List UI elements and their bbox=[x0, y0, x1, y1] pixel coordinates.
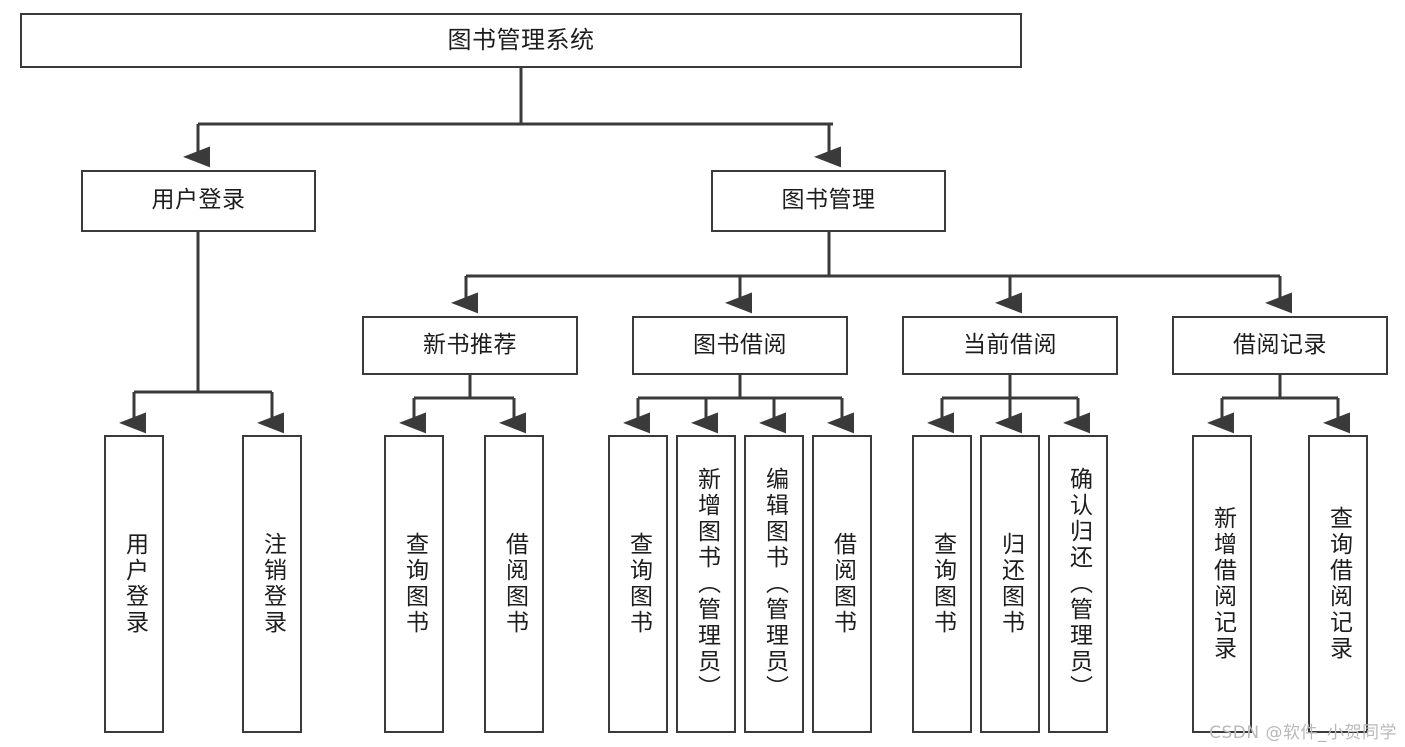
node-label: 借阅记录 bbox=[1233, 331, 1327, 358]
node-label: 新增借阅记录 bbox=[1209, 506, 1236, 662]
watermark-text: CSDN @软件_小贺同学 bbox=[1209, 723, 1397, 743]
node-label: 确认归还（管理员） bbox=[1065, 467, 1092, 701]
node-user-login[interactable]: 用户登录 bbox=[81, 170, 316, 232]
leaf-query-book[interactable]: 查询图书 bbox=[608, 435, 668, 733]
node-label: 图书管理 bbox=[781, 187, 876, 214]
node-label: 归还图书 bbox=[997, 532, 1024, 636]
node-book-borrow[interactable]: 图书借阅 bbox=[632, 316, 848, 375]
node-label: 当前借阅 bbox=[963, 331, 1057, 358]
leaf-borrow-book-recommend[interactable]: 借阅图书 bbox=[484, 435, 544, 733]
node-current-borrow[interactable]: 当前借阅 bbox=[902, 316, 1118, 375]
node-label: 查询图书 bbox=[625, 532, 652, 636]
node-root-system[interactable]: 图书管理系统 bbox=[20, 13, 1022, 68]
node-label: 查询借阅记录 bbox=[1325, 506, 1352, 662]
node-label: 注销登录 bbox=[259, 532, 286, 636]
node-label: 用户登录 bbox=[121, 532, 148, 636]
node-label: 图书借阅 bbox=[693, 331, 787, 358]
leaf-query-book-recommend[interactable]: 查询图书 bbox=[384, 435, 444, 733]
leaf-confirm-return-admin[interactable]: 确认归还（管理员） bbox=[1048, 435, 1108, 733]
leaf-query-book-current[interactable]: 查询图书 bbox=[912, 435, 972, 733]
node-label: 借阅图书 bbox=[501, 532, 528, 636]
node-label: 新书推荐 bbox=[423, 331, 517, 358]
node-label: 用户登录 bbox=[151, 187, 246, 214]
leaf-add-borrow-record[interactable]: 新增借阅记录 bbox=[1192, 435, 1252, 733]
leaf-borrow-book[interactable]: 借阅图书 bbox=[812, 435, 872, 733]
node-label: 查询图书 bbox=[929, 532, 956, 636]
node-label: 编辑图书（管理员） bbox=[761, 467, 788, 701]
node-label: 新增图书（管理员） bbox=[693, 467, 720, 701]
node-book-management[interactable]: 图书管理 bbox=[711, 170, 946, 232]
leaf-user-login[interactable]: 用户登录 bbox=[104, 435, 164, 733]
node-label: 查询图书 bbox=[401, 532, 428, 636]
leaf-return-book[interactable]: 归还图书 bbox=[980, 435, 1040, 733]
leaf-query-borrow-record[interactable]: 查询借阅记录 bbox=[1308, 435, 1368, 733]
node-label: 借阅图书 bbox=[829, 532, 856, 636]
node-borrow-records[interactable]: 借阅记录 bbox=[1172, 316, 1388, 375]
leaf-user-logout[interactable]: 注销登录 bbox=[242, 435, 302, 733]
leaf-add-book-admin[interactable]: 新增图书（管理员） bbox=[676, 435, 736, 733]
node-label: 图书管理系统 bbox=[447, 26, 595, 55]
leaf-edit-book-admin[interactable]: 编辑图书（管理员） bbox=[744, 435, 804, 733]
node-new-book-recommend[interactable]: 新书推荐 bbox=[362, 316, 578, 375]
